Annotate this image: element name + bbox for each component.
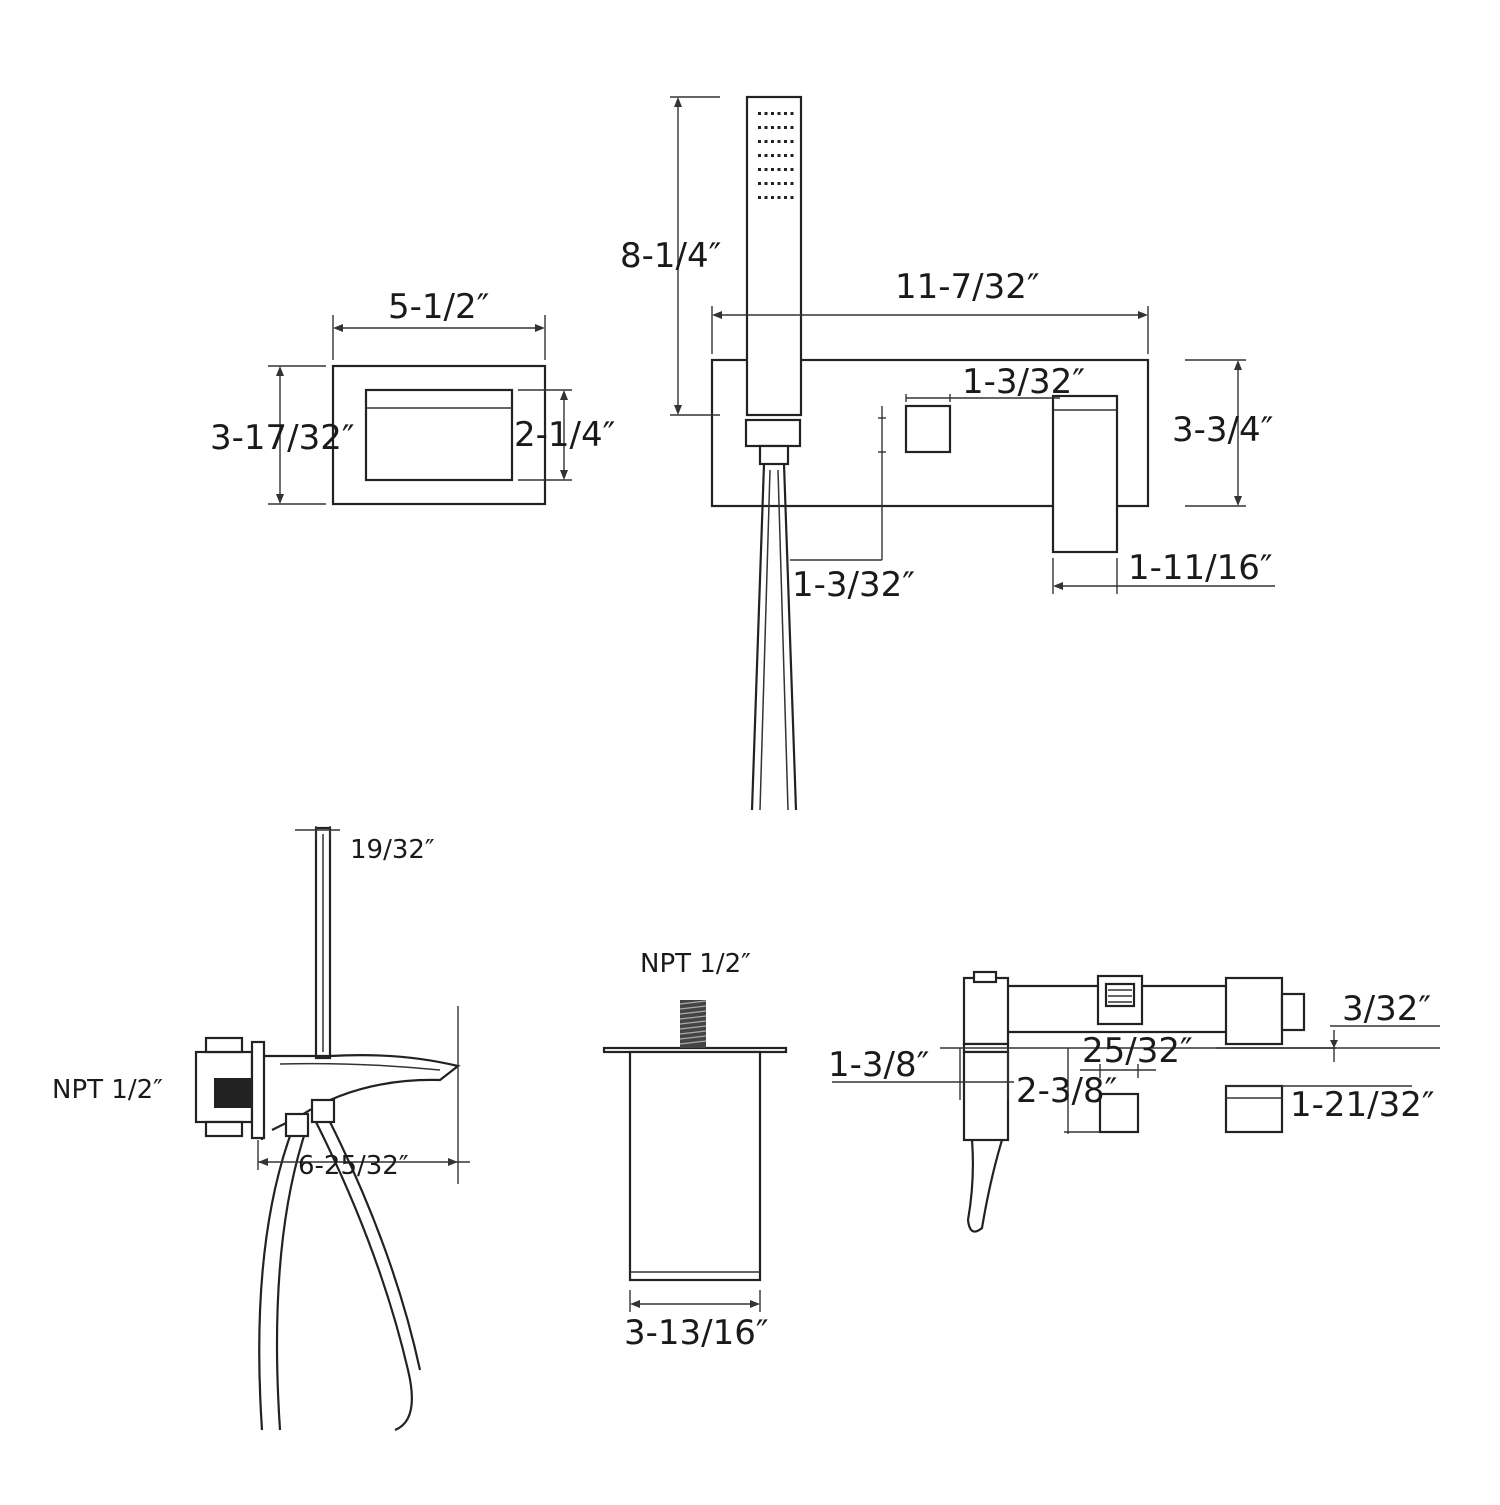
thread-line	[679, 1025, 707, 1030]
dim-plate-height: 3-3/4″	[1172, 410, 1273, 450]
thread-line	[679, 1010, 707, 1015]
nozzle-dot	[777, 196, 781, 199]
nozzle-dot	[764, 154, 768, 157]
mixer-handle	[1051, 394, 1119, 554]
nozzle-dot	[777, 154, 781, 157]
nozzle-dot	[758, 196, 761, 199]
lever-handle	[966, 1139, 1004, 1233]
nozzle-dot	[777, 182, 781, 185]
nozzle-dot	[764, 112, 768, 115]
nozzle-dot	[790, 140, 794, 143]
nozzle-dot	[758, 126, 761, 129]
nozzle-dot	[790, 126, 794, 129]
nozzle-dot	[790, 182, 794, 185]
thread-line	[679, 1040, 707, 1045]
dim-top-left-depth: 1-3/8″	[828, 1045, 929, 1085]
thread-line	[679, 1020, 707, 1025]
nozzle-dot	[784, 140, 787, 143]
valve-body-view	[602, 1000, 788, 1312]
top-diverter-knob	[1098, 1092, 1140, 1134]
nozzle-dot	[771, 112, 774, 115]
nozzle-dot	[771, 154, 774, 157]
spout-front-view	[268, 315, 572, 506]
nozzle-dot	[771, 126, 774, 129]
label-valve-npt: NPT 1/2″	[640, 949, 751, 979]
dim-top-right-offset: 3/32″	[1342, 989, 1431, 1029]
nozzle-dot	[777, 112, 781, 115]
dim-diverter-offset: 1-3/32″	[792, 565, 915, 605]
nozzle-dot	[790, 112, 794, 115]
shower-nozzles	[758, 112, 794, 199]
nozzle-dot	[758, 168, 761, 171]
thread-line	[679, 1000, 707, 1005]
side-hose-a	[258, 1135, 292, 1431]
nozzle-dot	[764, 196, 768, 199]
nozzle-dot	[777, 126, 781, 129]
wall-plate	[710, 358, 1150, 508]
dim-handle-width: 1-11/16″	[1128, 548, 1273, 588]
top-right-block	[1224, 976, 1284, 1046]
dim-spout-height: 3-17/32″	[210, 418, 355, 458]
spout-outline	[331, 364, 547, 506]
top-left-stem	[962, 1050, 1010, 1142]
dim-top-right-depth: 1-21/32″	[1290, 1085, 1435, 1125]
side-view	[194, 826, 470, 1432]
dim-side-depth: 6-25/32″	[298, 1151, 409, 1181]
dim-top-center-small: 25/32″	[1082, 1031, 1193, 1071]
nozzle-dot	[764, 182, 768, 185]
hose-right	[782, 463, 798, 811]
shower-holder	[744, 418, 802, 448]
dim-plate-width: 11-7/32″	[895, 267, 1040, 307]
top-left-block	[962, 976, 1010, 1046]
dim-stem-width: 19/32″	[350, 835, 435, 865]
wall-plate-front-view	[670, 95, 1275, 811]
thread-line	[679, 1015, 707, 1020]
nozzle-dot	[771, 182, 774, 185]
hose-left	[750, 463, 766, 811]
nozzle-dot	[771, 168, 774, 171]
nozzle-dot	[777, 140, 781, 143]
diverter-knob	[904, 404, 952, 454]
nozzle-dot	[758, 112, 761, 115]
dim-diverter-width: 1-3/32″	[962, 362, 1085, 402]
nozzle-dot	[784, 182, 787, 185]
nozzle-dot	[771, 196, 774, 199]
nozzle-dot	[771, 140, 774, 143]
label-side-npt: NPT 1/2″	[52, 1075, 163, 1105]
nozzle-dot	[758, 154, 761, 157]
nozzle-dot	[790, 168, 794, 171]
thread-line	[679, 1035, 707, 1040]
dim-top-center-depth: 2-3/8″	[1016, 1071, 1117, 1111]
nozzle-dot	[790, 196, 794, 199]
dim-valve-width: 3-13/16″	[624, 1313, 769, 1353]
dim-spout-width: 5-1/2″	[388, 287, 489, 327]
nozzle-dot	[784, 154, 787, 157]
nozzle-dot	[758, 140, 761, 143]
nozzle-dot	[764, 126, 768, 129]
top-view	[832, 970, 1440, 1233]
nozzle-dot	[784, 126, 787, 129]
nozzle-dot	[758, 182, 761, 185]
nozzle-dot	[784, 112, 787, 115]
nozzle-dot	[784, 196, 787, 199]
dim-spout-opening: 2-1/4″	[514, 415, 615, 455]
top-right-cap	[1224, 1084, 1284, 1134]
hand-shower	[745, 95, 803, 417]
npt-thread	[214, 1078, 254, 1108]
nozzle-dot	[764, 168, 768, 171]
side-hose-b	[315, 1121, 413, 1432]
spout-opening	[364, 388, 514, 482]
nozzle-dot	[777, 168, 781, 171]
thread-line	[679, 1030, 707, 1035]
valve-cylinder	[628, 1050, 762, 1282]
dim-handshower-height: 8-1/4″	[620, 236, 721, 276]
nozzle-dot	[764, 140, 768, 143]
nozzle-dot	[790, 154, 794, 157]
valve-thread	[679, 1000, 707, 1048]
thread-line	[679, 1005, 707, 1010]
nozzle-dot	[784, 168, 787, 171]
